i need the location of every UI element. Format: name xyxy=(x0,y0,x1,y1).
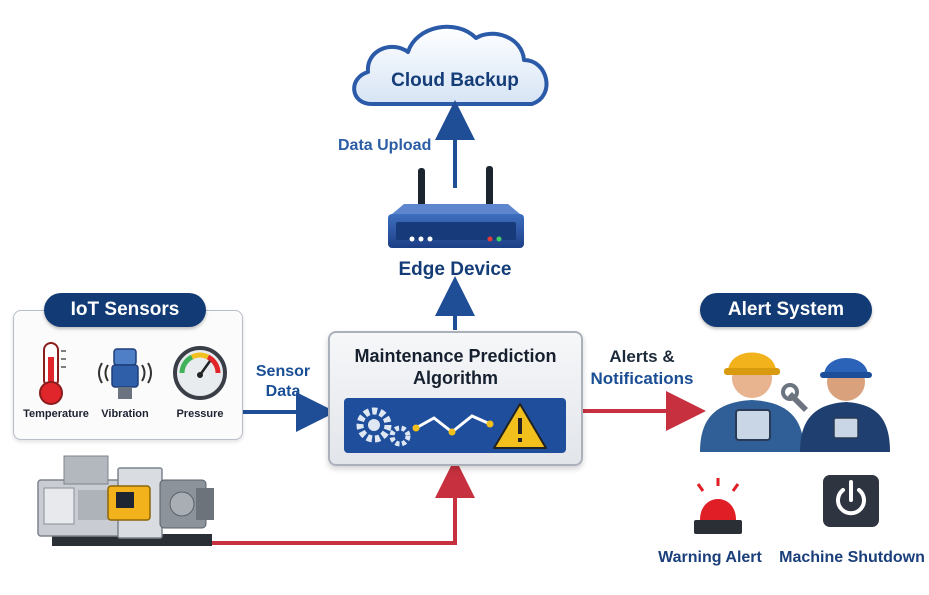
warning-alert-label: Warning Alert xyxy=(658,549,762,566)
sensor-label-temperature: Temperature xyxy=(23,408,89,420)
sensor-data-label: Sensor Data xyxy=(250,362,316,402)
sensor-data-line1: Sensor xyxy=(255,363,311,380)
warning-siren-icon xyxy=(694,478,742,534)
sensor-data-line2: Data xyxy=(265,383,301,400)
technicians-illustration xyxy=(700,352,890,452)
sensor-label-vibration: Vibration xyxy=(101,408,149,420)
algorithm-title-line1: Maintenance Prediction xyxy=(354,346,557,366)
iot-sensors-panel: Temperature Vibration Pressure xyxy=(13,310,243,440)
alerts-line1: Alerts & xyxy=(609,347,675,366)
cloud-backup-label: Cloud Backup xyxy=(391,70,519,91)
algorithm-title: Maintenance Prediction Algorithm xyxy=(330,345,581,389)
machine-shutdown-label: Machine Shutdown xyxy=(779,549,925,566)
algorithm-title-line2: Algorithm xyxy=(413,368,498,388)
pressure-gauge-icon xyxy=(173,346,227,400)
sensor-label-pressure: Pressure xyxy=(176,408,224,420)
trend-line-icon xyxy=(412,414,494,436)
router-icon xyxy=(388,166,524,248)
alerts-line2: Notifications xyxy=(590,369,694,388)
power-button-icon xyxy=(823,475,879,527)
thermometer-icon xyxy=(39,342,66,405)
algorithm-box: Maintenance Prediction Algorithm xyxy=(328,331,583,466)
edge-device-label: Edge Device xyxy=(398,259,512,280)
industrial-machine-icon xyxy=(37,455,214,546)
data-upload-label: Data Upload xyxy=(338,137,432,154)
gears-icon xyxy=(356,407,411,447)
warning-triangle-icon xyxy=(493,403,547,449)
iot-sensors-title: IoT Sensors xyxy=(44,293,206,327)
alert-system-title: Alert System xyxy=(700,293,872,327)
vibration-sensor-icon xyxy=(98,348,152,399)
prediction-banner xyxy=(344,398,566,453)
machine-feed-arrow xyxy=(212,458,475,545)
cloud-icon xyxy=(352,24,549,106)
alerts-notifications-label: Alerts & Notifications xyxy=(584,346,700,390)
